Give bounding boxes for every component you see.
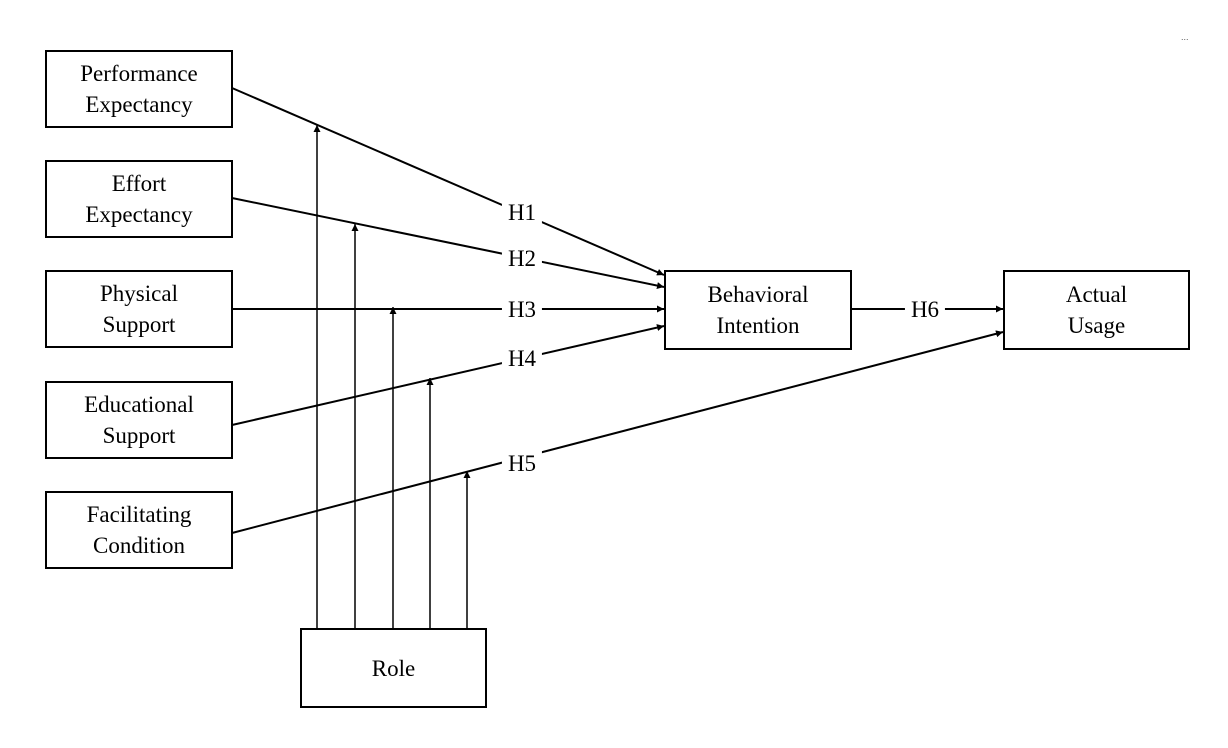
actual-usage-line-1: Actual bbox=[1065, 282, 1128, 307]
h2-label: H2 bbox=[501, 246, 543, 272]
facilitating-condition-box: Facilitating Condition bbox=[45, 491, 233, 569]
h1-arrow bbox=[231, 87, 665, 276]
h1-label: H1 bbox=[501, 200, 543, 226]
role-label: Role bbox=[371, 655, 416, 681]
h4-label: H4 bbox=[501, 346, 543, 372]
facilitating-condition-line-1: Facilitating bbox=[86, 502, 192, 527]
physical-support-line-2: Support bbox=[102, 312, 176, 337]
h5-arrow bbox=[231, 330, 1004, 534]
facilitating-condition-line-2: Condition bbox=[92, 533, 185, 558]
corner-mark: ... bbox=[1181, 32, 1189, 42]
actual-usage-line-2: Usage bbox=[1067, 313, 1126, 338]
h3-label: H3 bbox=[501, 297, 543, 323]
moderator-arrows bbox=[313, 125, 471, 628]
effort-expectancy-box: Effort Expectancy bbox=[45, 160, 233, 238]
educational-support-box: Educational Support bbox=[45, 381, 233, 459]
effort-expectancy-line-2: Expectancy bbox=[85, 202, 193, 227]
performance-expectancy-line-1: Performance bbox=[80, 61, 198, 86]
h2-arrow bbox=[231, 197, 665, 290]
h6-label: H6 bbox=[904, 297, 946, 323]
behavioral-intention-line-1: Behavioral bbox=[707, 282, 809, 307]
effort-expectancy-line-1: Effort bbox=[111, 171, 167, 196]
behavioral-intention-box: Behavioral Intention bbox=[664, 270, 852, 350]
physical-support-line-1: Physical bbox=[100, 281, 178, 306]
educational-support-line-1: Educational bbox=[84, 392, 194, 417]
h5-label: H5 bbox=[501, 451, 543, 477]
hypothesis-arrows bbox=[231, 87, 1004, 534]
role-box: Role bbox=[300, 628, 487, 708]
h4-arrow bbox=[231, 324, 665, 426]
educational-support-line-2: Support bbox=[102, 423, 176, 448]
behavioral-intention-line-2: Intention bbox=[716, 313, 800, 338]
performance-expectancy-line-2: Expectancy bbox=[85, 92, 193, 117]
performance-expectancy-box: Performance Expectancy bbox=[45, 50, 233, 128]
actual-usage-box: Actual Usage bbox=[1003, 270, 1190, 350]
physical-support-box: Physical Support bbox=[45, 270, 233, 348]
